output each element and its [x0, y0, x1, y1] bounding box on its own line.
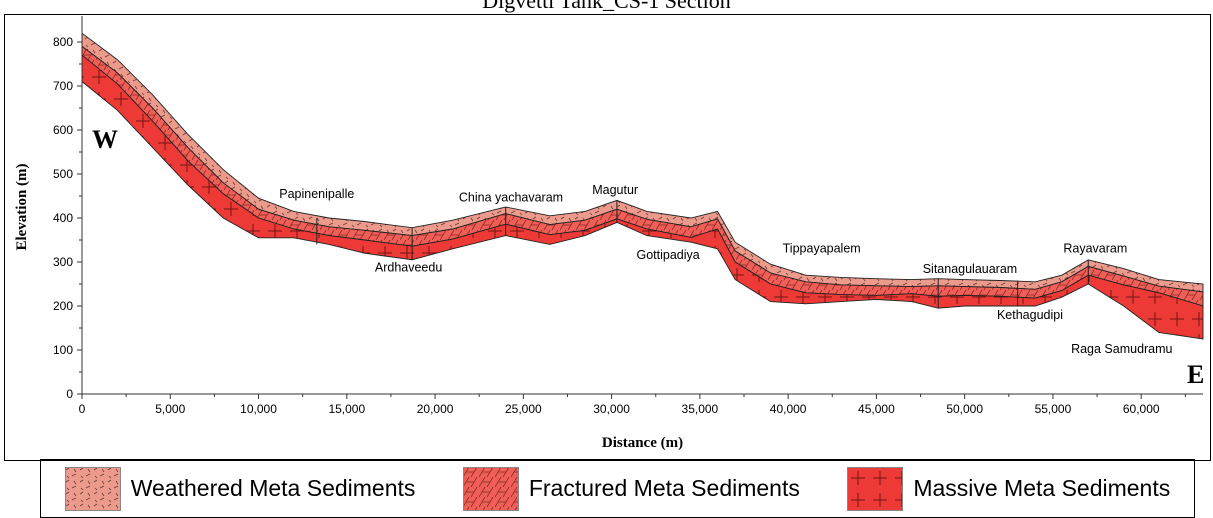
y-tick-label: 500 — [53, 167, 73, 181]
legend-item-massive: Massive Meta Sediments — [847, 466, 1171, 511]
place-label: Ardhaveedu — [375, 261, 442, 275]
place-label: Raga Samudramu — [1071, 342, 1172, 356]
place-label: Sitanagulauaram — [923, 262, 1018, 276]
legend-item-fractured: Fractured Meta Sediments — [462, 466, 800, 511]
fractured-swatch-icon — [462, 466, 519, 511]
x-tick-label: 20,000 — [417, 402, 454, 416]
x-tick-label: 40,000 — [770, 402, 807, 416]
x-tick-label: 45,000 — [858, 402, 895, 416]
west-label: W — [92, 125, 118, 154]
x-tick-label: 60,000 — [1123, 402, 1160, 416]
legend: Weathered Meta Sediments Fractured Meta … — [40, 459, 1195, 518]
y-tick-label: 300 — [53, 255, 73, 269]
x-tick-label: 50,000 — [946, 402, 983, 416]
layer-fractured — [81, 45, 1204, 307]
y-tick-label: 200 — [53, 299, 73, 313]
place-label: Papinenipalle — [279, 187, 354, 201]
x-axis-label: Distance (m) — [602, 435, 683, 451]
y-tick-label: 0 — [66, 387, 73, 401]
legend-label-fractured: Fractured Meta Sediments — [528, 475, 800, 501]
massive-swatch-icon — [847, 466, 904, 511]
cross-section-chart: 0 5,000 10,000 15,000 20,000 25,000 30,000 35,0… — [14, 16, 1204, 451]
place-label: Kethagudipi — [997, 308, 1063, 322]
east-label: E — [1187, 360, 1204, 389]
legend-label-weathered: Weathered Meta Sediments — [130, 475, 416, 501]
y-tick-label: 700 — [53, 79, 73, 93]
x-tick-label: 10,000 — [240, 402, 277, 416]
plot-frame — [4, 14, 1211, 461]
x-tick-label: 30,000 — [593, 402, 630, 416]
place-label: Magutur — [592, 183, 638, 197]
y-tick-label: 400 — [53, 211, 73, 225]
y-tick-label: 600 — [53, 123, 73, 137]
x-tick-label: 15,000 — [328, 402, 365, 416]
place-label: Gottipadiya — [636, 248, 699, 262]
legend-item-weathered: Weathered Meta Sediments — [64, 466, 416, 511]
place-label: Rayavaram — [1063, 241, 1127, 255]
x-tick-label: 25,000 — [505, 402, 542, 416]
y-tick-label: 800 — [53, 35, 73, 49]
place-label: China yachavaram — [459, 191, 563, 205]
weathered-swatch-icon — [64, 466, 121, 511]
y-tick-label: 100 — [53, 343, 73, 357]
legend-label-massive: Massive Meta Sediments — [913, 475, 1171, 501]
y-axis-label: Elevation (m) — [14, 163, 30, 250]
x-tick-label: 35,000 — [682, 402, 719, 416]
x-tick-label: 0 — [79, 402, 86, 416]
x-tick-label: 5,000 — [155, 402, 185, 416]
x-tick-label: 55,000 — [1035, 402, 1072, 416]
place-label: Tippayapalem — [783, 241, 861, 255]
chart-title: Digvetti Tank_CS-1 Section — [482, 0, 731, 13]
